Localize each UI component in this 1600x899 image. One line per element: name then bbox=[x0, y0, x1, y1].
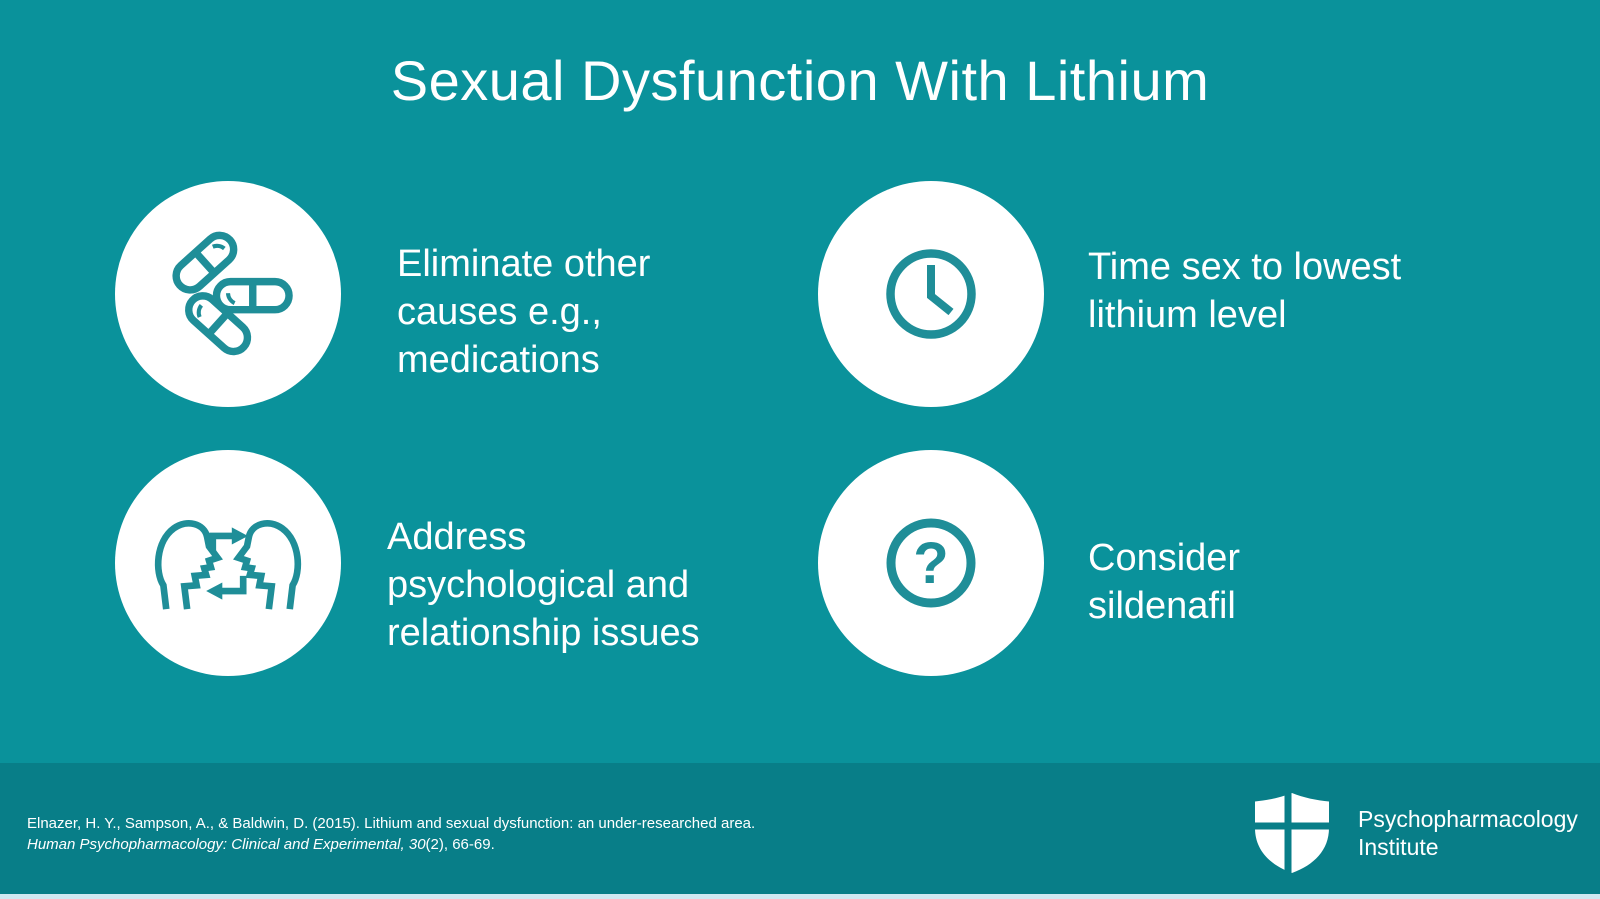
question-mark-icon: ? bbox=[886, 518, 976, 608]
icon-circle bbox=[818, 181, 1044, 407]
institute-logo: Psychopharmacology Institute bbox=[1252, 791, 1578, 875]
citation-line-1: Elnazer, H. Y., Sampson, A., & Baldwin, … bbox=[27, 815, 756, 832]
shield-logo-icon bbox=[1252, 791, 1332, 875]
pills-icon bbox=[172, 231, 293, 356]
logo-text-line-2: Institute bbox=[1358, 834, 1439, 860]
bottom-strip bbox=[0, 894, 1600, 899]
logo-text: Psychopharmacology Institute bbox=[1358, 805, 1578, 861]
icon-circle bbox=[115, 450, 341, 676]
svg-text:?: ? bbox=[913, 531, 948, 596]
feature-text: Eliminate other causes e.g., medications bbox=[397, 243, 651, 381]
icon-circle bbox=[115, 181, 341, 407]
citation-line-2: Human Psychopharmacology: Clinical and E… bbox=[27, 836, 495, 853]
clock-icon bbox=[886, 249, 976, 339]
people-exchange-icon bbox=[154, 519, 302, 610]
feature-text: Time sex to lowest lithium level bbox=[1088, 246, 1402, 336]
slide-title: Sexual Dysfunction With Lithium bbox=[390, 49, 1210, 112]
feature-text: Consider sildenafil bbox=[1088, 537, 1241, 627]
icon-circle: ? bbox=[818, 450, 1044, 676]
footer: Elnazer, H. Y., Sampson, A., & Baldwin, … bbox=[0, 763, 1600, 894]
citation: Elnazer, H. Y., Sampson, A., & Baldwin, … bbox=[27, 813, 755, 855]
logo-text-line-1: Psychopharmacology bbox=[1358, 806, 1578, 832]
feature-text: Address psychological and relationship i… bbox=[387, 516, 700, 654]
